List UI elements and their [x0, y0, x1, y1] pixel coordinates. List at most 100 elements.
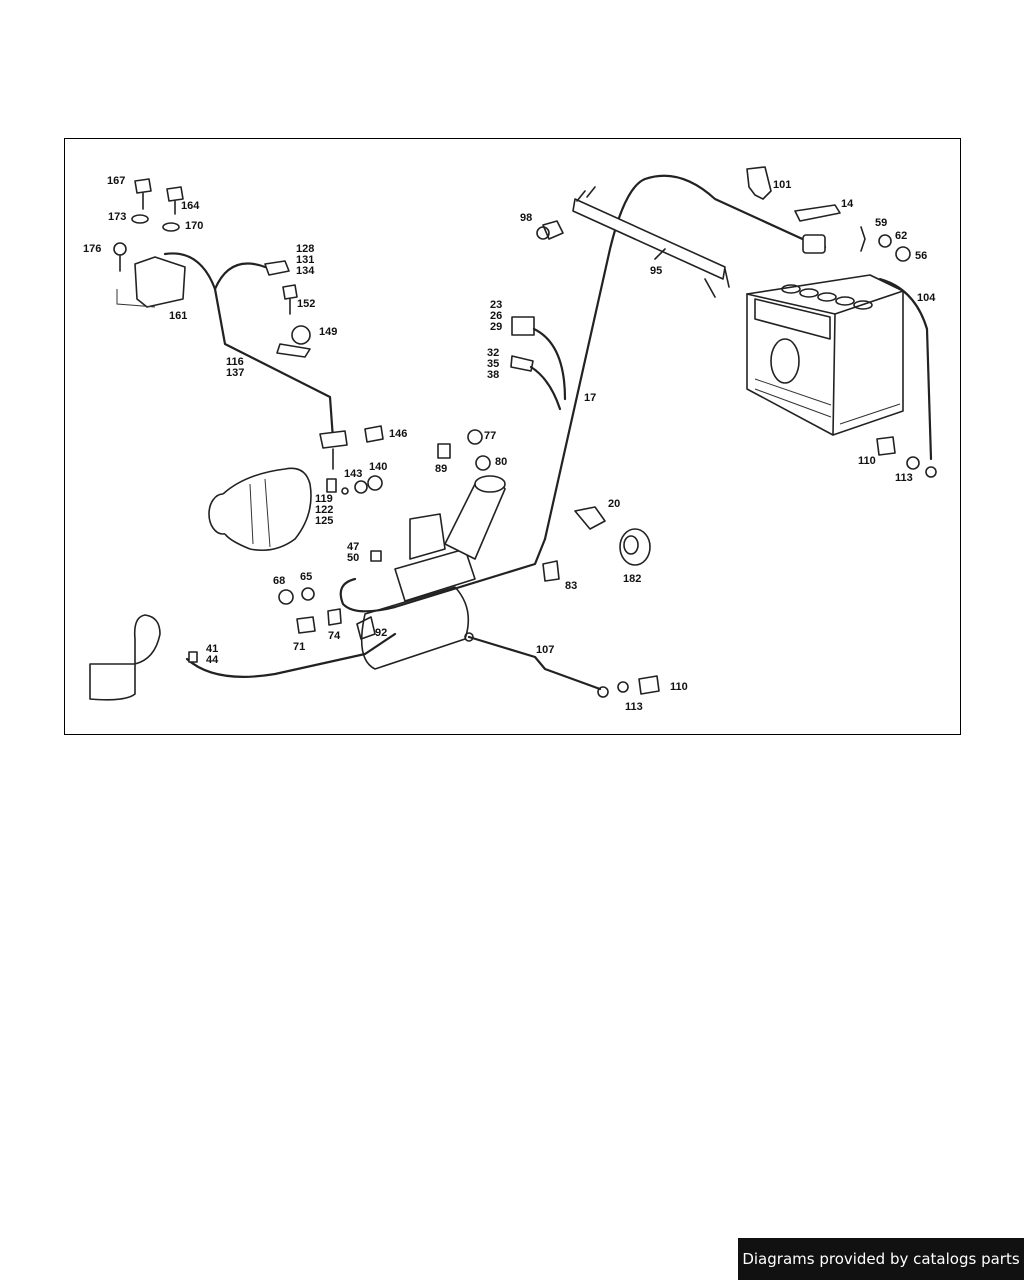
- label-167: 167: [107, 175, 125, 187]
- bolt-152: [282, 284, 298, 300]
- label-71: 71: [293, 641, 305, 653]
- label-80: 80: [495, 456, 507, 468]
- washer-65: [301, 587, 315, 601]
- label-113-top: 113: [895, 472, 913, 484]
- label-176: 176: [83, 243, 101, 255]
- label-125: 125: [315, 515, 333, 527]
- label-20: 20: [608, 498, 620, 510]
- label-146: 146: [389, 428, 407, 440]
- cable-lug: [925, 466, 937, 478]
- label-110-bottom: 110: [670, 681, 688, 693]
- label-140: 140: [369, 461, 387, 473]
- label-62: 62: [895, 230, 907, 242]
- harness-116: [163, 252, 335, 441]
- parts-diagram: 167 164 173 170 176 161 128 131 134 152 …: [64, 138, 961, 735]
- label-74: 74: [328, 630, 341, 642]
- label-56: 56: [915, 250, 927, 262]
- nut-77: [467, 429, 483, 445]
- bracket-95: [572, 186, 730, 298]
- clip-149: [276, 343, 311, 358]
- bolt-167: [134, 178, 152, 194]
- credit-badge: Diagrams provided by catalogs parts: [738, 1238, 1024, 1280]
- label-149: 149: [319, 326, 337, 338]
- label-164: 164: [181, 200, 200, 212]
- part-92: [356, 616, 376, 640]
- harness-lower: [185, 632, 397, 678]
- label-89: 89: [435, 463, 447, 475]
- label-152: 152: [297, 298, 315, 310]
- washer-173: [131, 214, 149, 224]
- label-170: 170: [185, 220, 203, 232]
- connector-23: [511, 316, 535, 336]
- label-182: 182: [623, 573, 641, 585]
- washer-170: [162, 222, 180, 232]
- label-65: 65: [300, 571, 312, 583]
- connector-47: [370, 550, 382, 562]
- terminal-block-161: [134, 256, 186, 308]
- label-32: 32: [487, 347, 499, 359]
- clamp-20: [574, 506, 606, 530]
- label-116: 116: [226, 356, 244, 368]
- bolt-71: [296, 616, 316, 634]
- terminal-cover-14: [794, 204, 841, 222]
- label-143: 143: [344, 468, 362, 480]
- sensor-32: [510, 355, 534, 372]
- label-50: 50: [347, 552, 359, 564]
- clip-101: [746, 166, 772, 200]
- label-41: 41: [206, 643, 218, 655]
- label-113-bottom: 113: [625, 701, 643, 713]
- alternator: [208, 467, 312, 552]
- battery: [746, 274, 904, 436]
- cable-107: [467, 635, 602, 691]
- label-161: 161: [169, 310, 187, 322]
- label-92: 92: [375, 627, 387, 639]
- washer-62: [878, 234, 892, 248]
- cable-clamp: [802, 234, 826, 254]
- label-137: 137: [226, 367, 244, 379]
- nut-140: [367, 475, 383, 491]
- label-134: 134: [296, 265, 315, 277]
- label-68: 68: [273, 575, 285, 587]
- label-47: 47: [347, 541, 359, 553]
- connector-119: [326, 478, 337, 493]
- starter-motor: [360, 475, 506, 670]
- diagram-svg: 167 164 173 170 176 161 128 131 134 152 …: [83, 166, 937, 713]
- bolt-110-bottom: [638, 675, 660, 695]
- bolt-164: [166, 186, 184, 202]
- bolt-59: [860, 226, 866, 252]
- credit-text: Diagrams provided by catalogs parts: [742, 1250, 1020, 1268]
- label-107: 107: [536, 644, 554, 656]
- nut-56: [895, 246, 911, 262]
- nut-68: [278, 589, 294, 605]
- label-83: 83: [565, 580, 577, 592]
- screw-176: [113, 242, 127, 256]
- label-101: 101: [773, 179, 791, 191]
- battery-cable-104: [878, 277, 933, 461]
- label-23: 23: [490, 299, 502, 311]
- washer-143: [354, 480, 368, 494]
- washer-113-top: [906, 456, 920, 470]
- label-26: 26: [490, 310, 502, 322]
- bolt-83: [542, 560, 560, 582]
- label-35: 35: [487, 358, 499, 370]
- bolt-110-top: [876, 436, 896, 456]
- label-122: 122: [315, 504, 333, 516]
- bolt-146: [364, 425, 384, 443]
- label-59: 59: [875, 217, 887, 229]
- label-38: 38: [487, 369, 499, 381]
- label-104: 104: [917, 292, 936, 304]
- nut-89: [437, 443, 451, 459]
- sensor-146-mount: [319, 430, 348, 449]
- label-128: 128: [296, 243, 314, 255]
- washer-80: [475, 455, 491, 471]
- label-14: 14: [841, 198, 854, 210]
- connector-41: [188, 651, 198, 663]
- washer-113-bottom: [617, 681, 629, 693]
- label-98: 98: [520, 212, 532, 224]
- label-44: 44: [206, 654, 219, 666]
- label-110-top: 110: [858, 455, 876, 467]
- mount-left: [89, 614, 161, 701]
- label-29: 29: [490, 321, 502, 333]
- connector-98: [542, 220, 564, 240]
- clip-74: [327, 608, 342, 626]
